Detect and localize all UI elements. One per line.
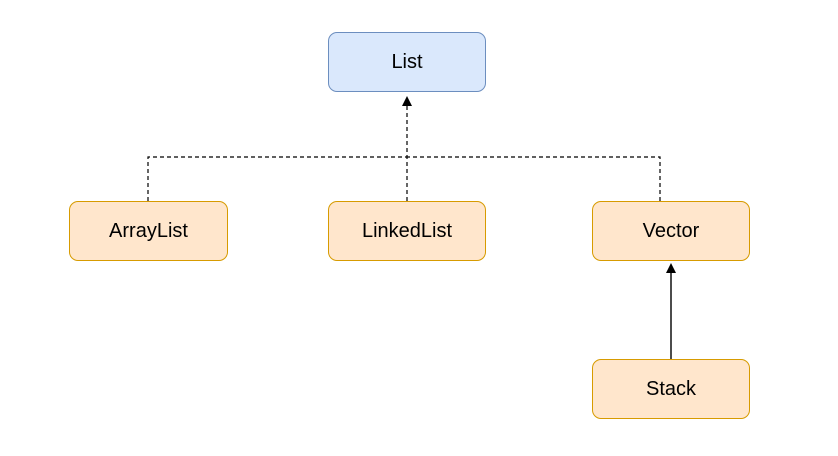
edge-vector-to-list — [407, 156, 661, 201]
node-vector[interactable]: Vector — [592, 201, 750, 261]
node-list[interactable]: List — [328, 32, 486, 92]
node-linkedlist-label: LinkedList — [361, 219, 453, 242]
node-vector-label: Vector — [642, 219, 700, 242]
edge-arraylist-to-list — [147, 156, 407, 201]
node-stack[interactable]: Stack — [592, 359, 750, 419]
node-list-label: List — [391, 50, 423, 73]
node-linkedlist[interactable]: LinkedList — [328, 201, 486, 261]
node-arraylist[interactable]: ArrayList — [69, 201, 228, 261]
node-arraylist-label: ArrayList — [109, 219, 188, 242]
node-stack-label: Stack — [645, 377, 697, 400]
